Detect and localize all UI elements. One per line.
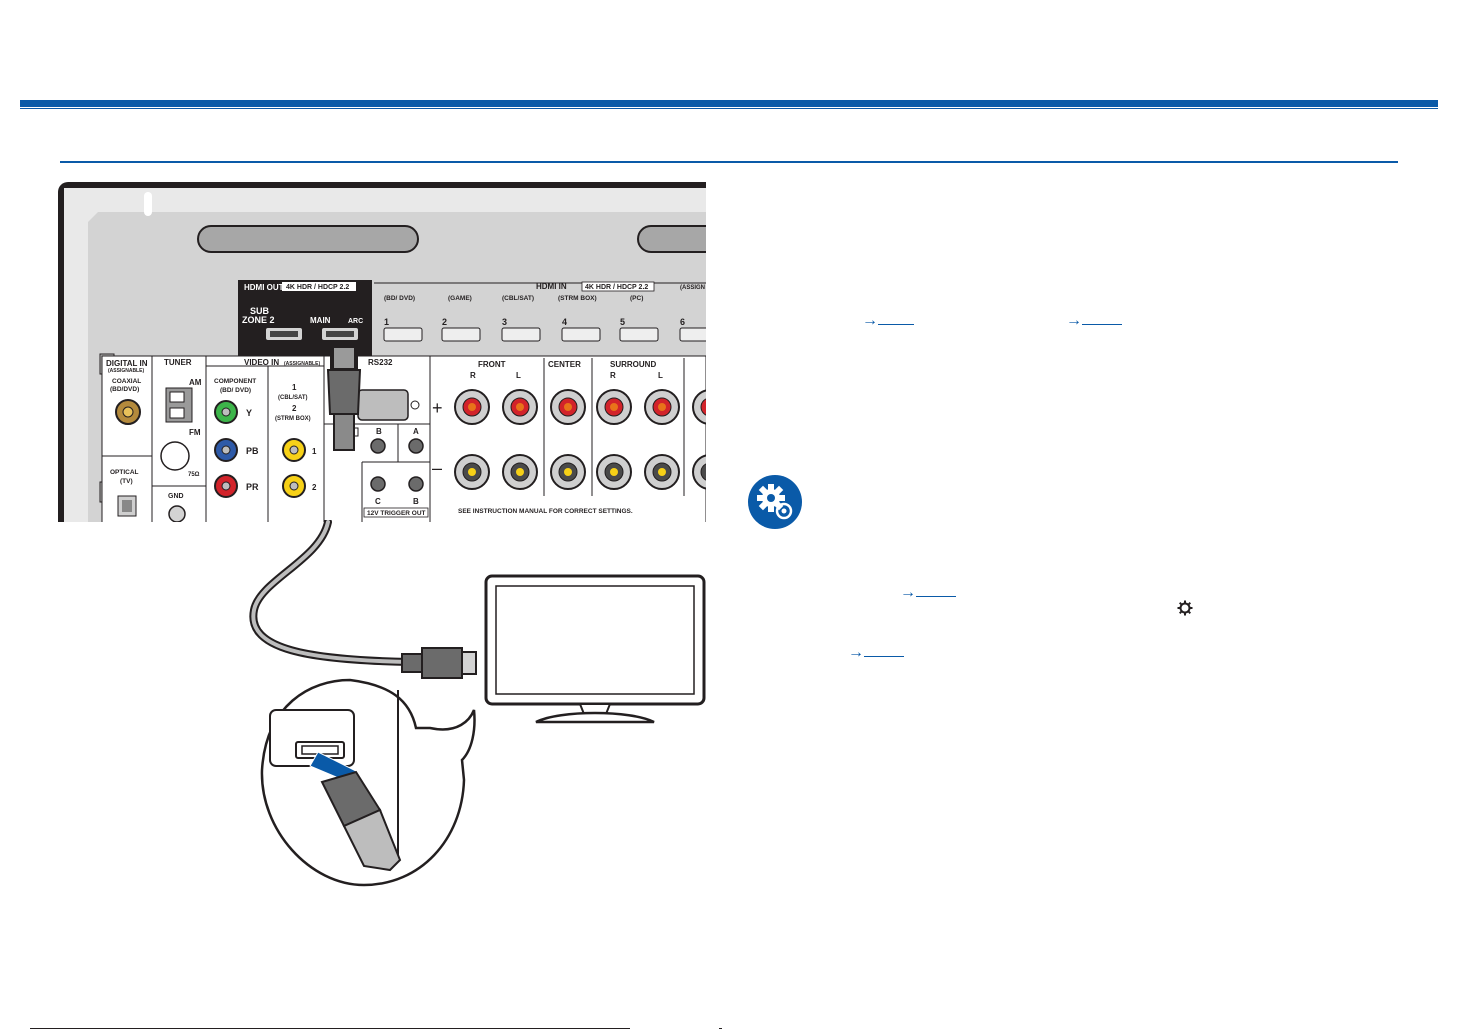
c-label: C <box>375 497 381 506</box>
manual-note: SEE INSTRUCTION MANUAL FOR CORRECT SETTI… <box>458 508 633 515</box>
gear-small-icon <box>1177 600 1193 616</box>
hdmi-in-src-3: (CBL/SAT) <box>502 295 534 302</box>
a-label: A <box>413 427 419 436</box>
footer-rule <box>30 1028 630 1029</box>
section-rule <box>60 161 1398 163</box>
tv-illustration <box>484 574 706 724</box>
pb-label: PB <box>246 446 259 456</box>
hdmi-in-num-3: 3 <box>502 317 507 327</box>
arc-label: ARC <box>348 318 363 325</box>
component-src: (BD/ DVD) <box>220 387 251 394</box>
page-ref-2[interactable]: → <box>1066 312 1122 330</box>
fm-label: FM <box>189 428 201 437</box>
header-rule-thin <box>20 108 1438 109</box>
hdmi-in-ports: 1 2 3 4 5 6 <box>383 317 706 342</box>
sub-label: SUB <box>250 306 270 316</box>
am-label: AM <box>189 378 202 387</box>
main-label: MAIN <box>310 316 331 325</box>
hdmi-in-src-1: (BD/ DVD) <box>384 295 415 302</box>
coaxial-src: (BD/DVD) <box>110 386 139 393</box>
hdmi-in-src-2: (GAME) <box>448 295 472 302</box>
page-ref-1[interactable]: → <box>862 312 914 330</box>
plus-label: + <box>432 398 443 418</box>
hdmi-zoom-callout <box>260 678 476 887</box>
right-arrow-icon: → <box>862 312 878 329</box>
vid-2: 2 <box>292 404 297 413</box>
trigger-out-label: 12V TRIGGER OUT <box>367 510 426 517</box>
vid-1: 1 <box>292 383 297 392</box>
video-in-label: VIDEO IN <box>244 358 279 367</box>
hdmi-in-num-1: 1 <box>384 317 389 327</box>
hdmi-out-spec: 4K HDR / HDCP 2.2 <box>286 284 349 291</box>
surround-label: SURROUND <box>610 360 656 369</box>
assign-label: (ASSIGN <box>680 285 705 291</box>
hdmi-in-src-5: (PC) <box>630 295 643 302</box>
footer-mark <box>719 1028 722 1029</box>
hdmi-in-num-2: 2 <box>442 317 447 327</box>
digital-in-label: DIGITAL IN <box>106 359 148 368</box>
vid-2-src: (STRM BOX) <box>275 416 311 422</box>
center-label: CENTER <box>548 360 581 369</box>
header-rule-thick <box>20 100 1438 107</box>
hdmi-in-src-4: (STRM BOX) <box>558 295 597 302</box>
ref-link-underline[interactable] <box>864 644 904 657</box>
receiver-rear-panel: HDMI OUT 4K HDR / HDCP 2.2 SUB ZONE 2 MA… <box>58 182 706 522</box>
ref-link-underline[interactable] <box>878 312 914 325</box>
optical-label: OPTICAL <box>110 469 139 476</box>
zone2-label: ZONE 2 <box>242 315 275 325</box>
speaker-terminals-plus <box>454 389 706 425</box>
hdmi-in-spec: 4K HDR / HDCP 2.2 <box>585 284 648 291</box>
tuner-label: TUNER <box>164 358 192 367</box>
b2-label: B <box>413 497 419 506</box>
ref-link-underline[interactable] <box>1082 312 1122 325</box>
minus-label: – <box>432 458 442 478</box>
hdmi-in-num-6: 6 <box>680 317 685 327</box>
page-ref-3[interactable]: → <box>900 584 956 602</box>
hdmi-in-num-4: 4 <box>562 317 567 327</box>
pr-label: PR <box>246 482 259 492</box>
right-arrow-icon: → <box>848 644 864 661</box>
hdmi-in-label: HDMI IN <box>536 282 567 291</box>
vid-row2: 2 <box>312 483 317 492</box>
rs232-label: RS232 <box>368 358 393 367</box>
y-label: Y <box>246 408 252 418</box>
b-label: B <box>376 427 382 436</box>
digital-in-assignable: (ASSIGNABLE) <box>108 368 144 374</box>
video-in-assignable: (ASSIGNABLE) <box>284 361 320 367</box>
speaker-terminals-minus <box>454 454 706 490</box>
gear-settings-icon <box>748 475 802 529</box>
optical-src: (TV) <box>120 478 133 485</box>
surround-l-label: L <box>658 371 663 380</box>
gnd-label: GND <box>168 493 184 500</box>
vid-1-src: (CBL/SAT) <box>278 395 308 401</box>
ref-link-underline[interactable] <box>916 584 956 597</box>
hdmi-out-label: HDMI OUT <box>244 283 284 292</box>
surround-r-label: R <box>610 371 616 380</box>
front-label: FRONT <box>478 360 506 369</box>
front-r-label: R <box>470 371 476 380</box>
fm-ohm: 75Ω <box>188 472 200 478</box>
page-ref-4[interactable]: → <box>848 644 904 662</box>
connection-illustration <box>249 520 706 887</box>
front-l-label: L <box>516 371 521 380</box>
vid-row1: 1 <box>312 447 317 456</box>
hdmi-in-num-5: 5 <box>620 317 625 327</box>
component-label: COMPONENT <box>214 378 256 385</box>
coaxial-label: COAXIAL <box>112 378 141 385</box>
right-arrow-icon: → <box>1066 312 1082 329</box>
right-arrow-icon: → <box>900 584 916 601</box>
